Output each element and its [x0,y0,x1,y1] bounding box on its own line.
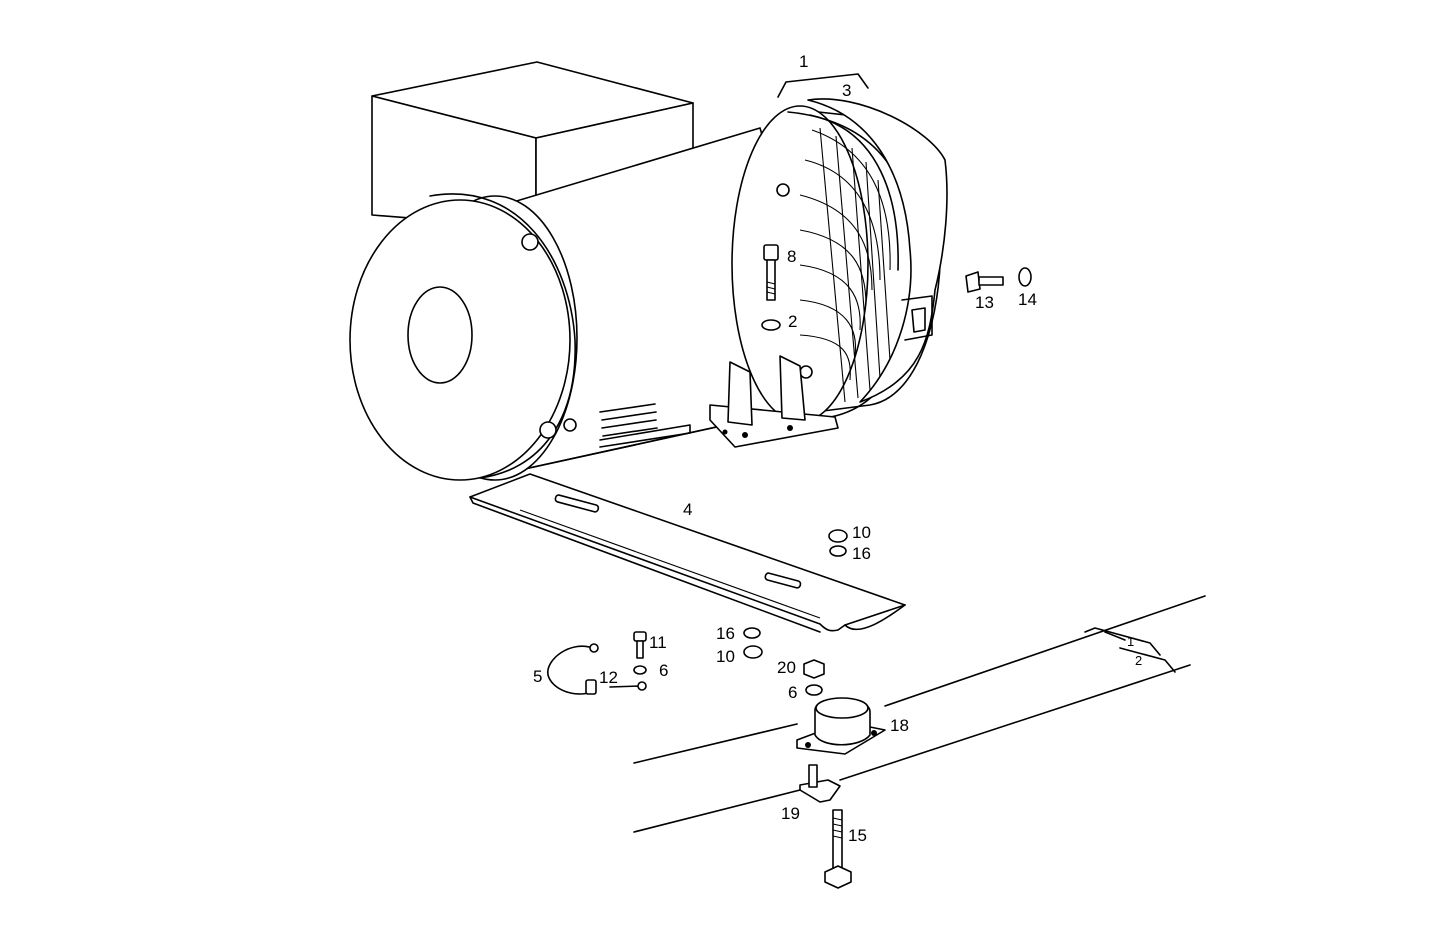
bracket-part-19 [799,764,841,803]
washer-part-16-upper [829,545,847,557]
anti-vibration-mount-part-18 [796,697,886,755]
end-cover [349,183,813,481]
bolt-part-8 [763,244,779,301]
label-part-4: 4 [683,500,692,519]
washer-part-14 [1018,267,1032,287]
washer-part-6-left [633,665,647,675]
label-part-18: 18 [890,716,909,735]
washer-part-10-upper [828,529,848,543]
part-number-labels: 1 2 3 4 5 6 6 8 10 10 11 12 13 14 15 16 … [533,52,1142,845]
label-part-13: 13 [975,293,994,312]
label-part-11: 11 [649,633,667,652]
label-part-3: 3 [842,81,851,100]
label-part-15: 15 [848,826,867,845]
label-part-8: 8 [787,247,796,266]
label-part-20: 20 [777,658,796,677]
base-plate-part-4 [469,473,906,633]
label-part-6-left: 6 [659,661,668,680]
label-part-10-upper: 10 [852,523,871,542]
label-part-2: 2 [788,312,797,331]
vent-louvres [599,403,658,437]
washer-part-6-right [805,684,823,696]
washer-part-2 [761,319,781,331]
grille-mesh [799,127,891,403]
bolt-part-13 [965,271,1004,293]
frame-mark-1: 1 [1127,634,1134,649]
label-part-12: 12 [599,668,618,687]
label-part-1: 1 [799,52,808,71]
label-part-14: 14 [1018,290,1037,309]
mounting-foot [709,355,839,448]
label-part-6-right: 6 [788,683,797,702]
label-part-16-upper: 16 [852,544,871,563]
callout-bracket-1 [777,73,869,98]
generator-assembly [349,61,948,481]
bolt-part-15 [824,809,852,889]
frame-rails [633,595,1206,833]
earth-cable-part-5 [547,643,647,695]
label-part-19: 19 [781,804,800,823]
adapter-flange [807,98,948,403]
frame-mark-2: 2 [1135,653,1142,668]
washer-part-10-lower [743,645,763,659]
label-part-10-lower: 10 [716,647,735,666]
washer-part-16-lower [743,627,761,639]
screw-part-11 [633,631,647,659]
label-part-16-lower: 16 [716,624,735,643]
nut-part-20 [803,659,825,679]
label-part-5: 5 [533,667,542,686]
